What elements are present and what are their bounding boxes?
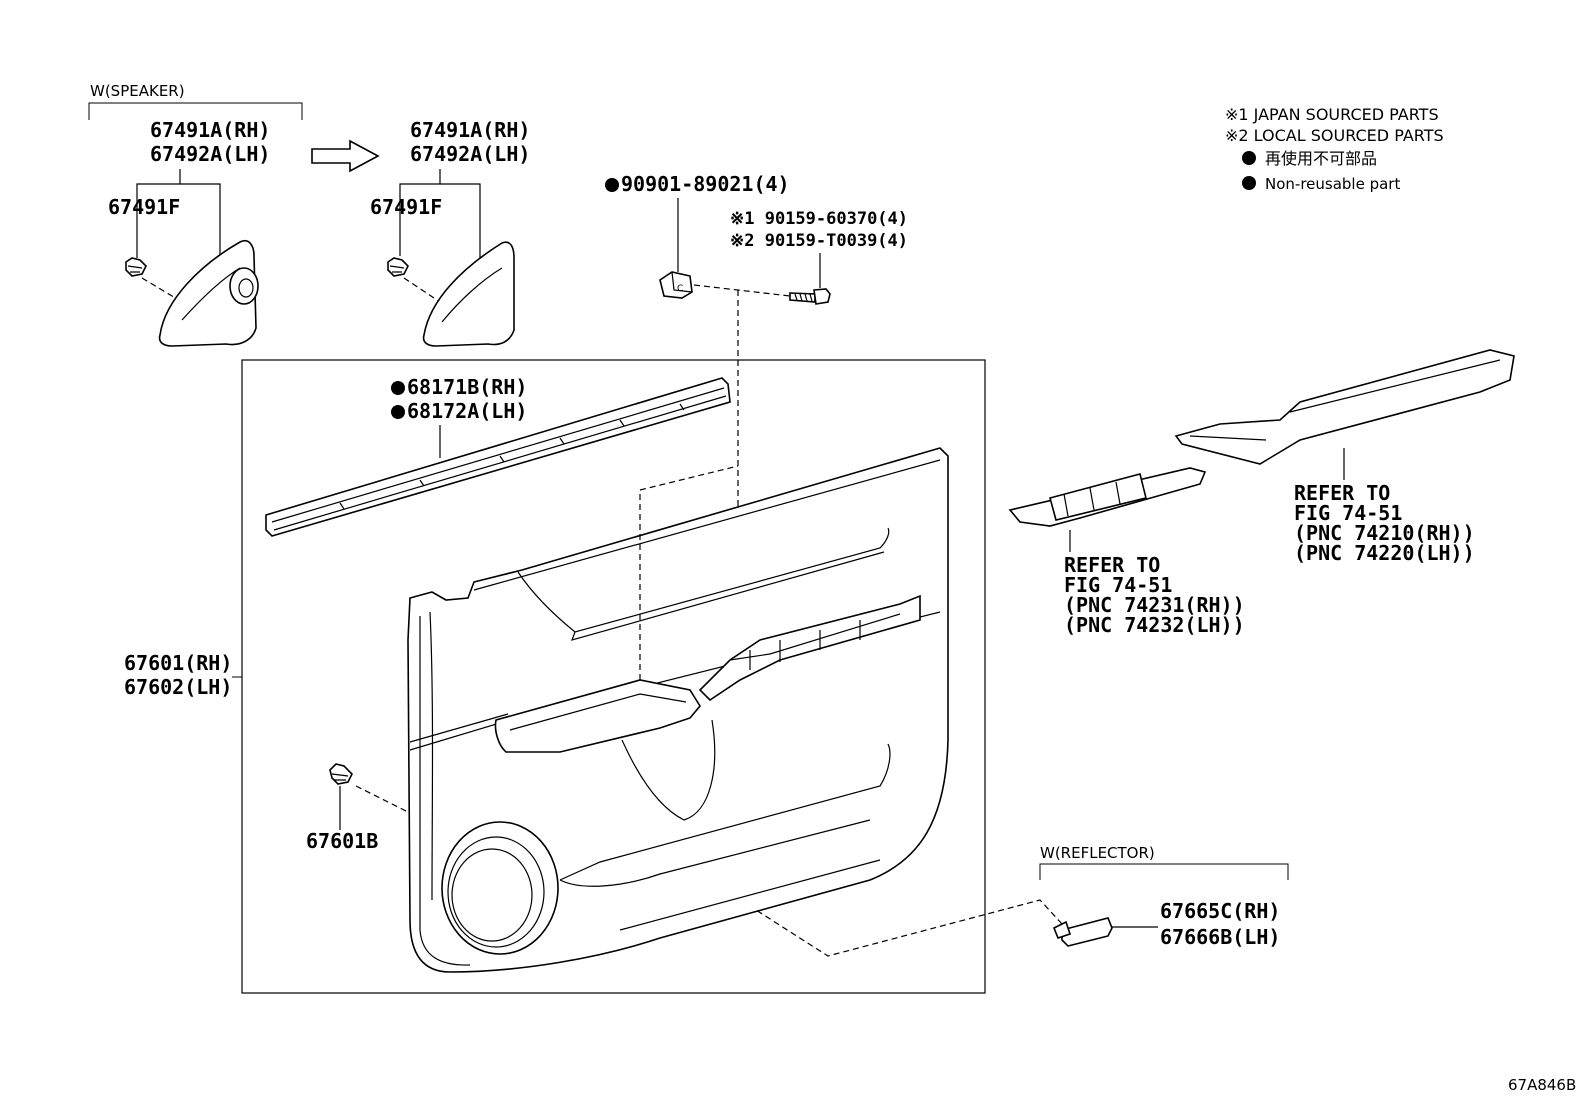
weatherstrip-rh-label: 68171B(RH) bbox=[407, 375, 527, 399]
panel-detail bbox=[517, 527, 890, 633]
panel-detail bbox=[473, 459, 941, 591]
figure-id: 67A846B bbox=[1508, 1076, 1576, 1094]
screw-local-label: ※2 90159-T0039(4) bbox=[730, 231, 908, 251]
armrest-detail bbox=[1189, 435, 1267, 441]
dashed-leader bbox=[639, 465, 739, 680]
reflector-rh-label: 67665C(RH) bbox=[1160, 899, 1280, 923]
dashed-leader bbox=[403, 277, 441, 303]
switch-opening bbox=[1049, 473, 1147, 521]
armrest-ref-2: FIG 74-51 bbox=[1294, 501, 1402, 525]
speaker-group-label: W(SPEAKER) bbox=[90, 82, 185, 100]
speaker-right-lh-label: 67492A(LH) bbox=[410, 142, 530, 166]
speaker-right-clip-label: 67491F bbox=[370, 195, 442, 219]
armrest-ref-4: (PNC 74220(LH)) bbox=[1294, 541, 1475, 565]
screw-jp-label: ※1 90159-60370(4) bbox=[730, 209, 908, 229]
speaker-left-rh-label: 67491A(RH) bbox=[150, 118, 270, 142]
reflector-group-label: W(REFLECTOR) bbox=[1040, 844, 1155, 862]
speaker-cover-left bbox=[158, 240, 259, 347]
retainer-clip: C bbox=[659, 271, 693, 299]
clip-67491f-right bbox=[387, 257, 409, 277]
reflector-group: W(REFLECTOR) 67665C(RH) 67666B(LH) bbox=[755, 844, 1289, 957]
armrest-detail bbox=[1289, 359, 1501, 413]
panel-detail bbox=[509, 693, 687, 731]
reflector-lamp bbox=[1052, 917, 1113, 947]
panel-detail bbox=[419, 616, 471, 966]
panel-lh-label: 67602(LH) bbox=[124, 675, 232, 699]
door-weatherstrip bbox=[265, 377, 731, 537]
speaker-left-lh-label: 67492A(LH) bbox=[150, 142, 270, 166]
speaker-grille-ring bbox=[447, 836, 545, 948]
weatherstrip-lh-label: 68172A(LH) bbox=[407, 399, 527, 423]
panel-detail bbox=[559, 819, 871, 887]
legend-non-reusable-jp: 再使用不可部品 bbox=[1265, 149, 1377, 168]
dashed-leader bbox=[755, 899, 1063, 957]
switch-ref-1: REFER TO bbox=[1064, 553, 1160, 577]
switch-bezel-group: REFER TO FIG 74-51 (PNC 74231(RH)) (PNC … bbox=[1008, 467, 1245, 637]
weatherstrip-group: 68171B(RH) 68172A(LH) bbox=[265, 375, 731, 537]
reflector-lh-label: 67666B(LH) bbox=[1160, 925, 1280, 949]
speaker-left-clip-label: 67491F bbox=[108, 195, 180, 219]
non-reusable-dot-icon bbox=[391, 405, 405, 419]
panel-rh-label: 67601(RH) bbox=[124, 651, 232, 675]
panel-detail bbox=[409, 713, 509, 743]
speaker-group: W(SPEAKER) 67491A(RH) 67492A(LH) 67491F … bbox=[88, 82, 530, 347]
panel-detail bbox=[559, 743, 891, 881]
dashed-leader bbox=[141, 277, 183, 303]
panel-detail bbox=[571, 551, 885, 641]
panel-detail bbox=[429, 611, 434, 901]
panel-detail bbox=[621, 719, 716, 821]
switch-ref-4: (PNC 74232(LH)) bbox=[1064, 613, 1245, 637]
dashed-leader bbox=[355, 785, 409, 813]
speaker-cover-right bbox=[422, 241, 515, 347]
switch-ref-2: FIG 74-51 bbox=[1064, 573, 1172, 597]
legend-non-reusable-en: Non-reusable part bbox=[1265, 175, 1400, 193]
speaker-grille bbox=[441, 821, 559, 955]
arrow-right-icon bbox=[311, 139, 380, 173]
screw-icon bbox=[789, 288, 831, 305]
panel-detail bbox=[619, 859, 881, 931]
leader-line bbox=[180, 183, 221, 265]
legend-local-sourced: ※2 LOCAL SOURCED PARTS bbox=[1225, 126, 1444, 145]
non-reusable-dot-icon bbox=[391, 381, 405, 395]
panel-detail bbox=[729, 613, 901, 661]
speaker-group-bracket bbox=[88, 102, 303, 120]
panel-detail bbox=[749, 620, 861, 670]
switch-divider bbox=[1063, 481, 1121, 517]
legend-japan-sourced: ※1 JAPAN SOURCED PARTS bbox=[1225, 105, 1439, 124]
speaker-grille-inner bbox=[451, 848, 533, 942]
panel-clip-label: 67601B bbox=[306, 829, 378, 853]
reflector-group-bracket bbox=[1039, 863, 1289, 880]
speaker-right-rh-label: 67491A(RH) bbox=[410, 118, 530, 142]
non-reusable-dot-icon bbox=[605, 178, 619, 192]
armrest-base bbox=[494, 679, 701, 753]
leader-line bbox=[136, 169, 181, 258]
non-reusable-dot-icon bbox=[1242, 151, 1256, 165]
leader-line bbox=[440, 183, 481, 262]
clip-part-label: 90901-89021(4) bbox=[621, 172, 790, 196]
switch-ref-3: (PNC 74231(RH)) bbox=[1064, 593, 1245, 617]
door-trim-panel: 67601(RH) 67602(LH) bbox=[124, 447, 949, 973]
dashed-leader bbox=[693, 284, 791, 297]
legend: ※1 JAPAN SOURCED PARTS ※2 LOCAL SOURCED … bbox=[1225, 105, 1444, 193]
switch-base-rear bbox=[698, 594, 921, 702]
armrest-group: REFER TO FIG 74-51 (PNC 74210(RH)) (PNC … bbox=[1174, 349, 1515, 565]
clip-67491f-left bbox=[125, 257, 147, 277]
armrest-ref-3: (PNC 74210(RH)) bbox=[1294, 521, 1475, 545]
non-reusable-dot-icon bbox=[1242, 176, 1256, 190]
leader-line bbox=[399, 169, 441, 256]
armrest-ref-1: REFER TO bbox=[1294, 481, 1390, 505]
armrest-pad bbox=[1174, 349, 1515, 465]
panel-clip-67601b bbox=[329, 763, 353, 785]
svg-text:C: C bbox=[677, 284, 683, 294]
